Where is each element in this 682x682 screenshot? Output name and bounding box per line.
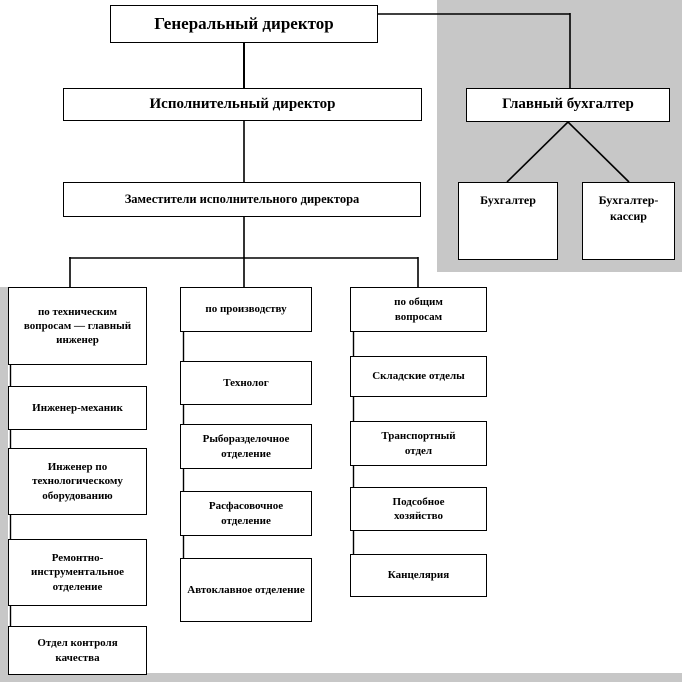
node-equipment-engineer: Инженер по технологическому оборудованию: [8, 448, 147, 515]
node-transport-dept: Транспортный отдел: [350, 421, 487, 466]
node-autoclave-dept: Автоклавное отделение: [180, 558, 312, 622]
node-quality-control: Отдел контроля качества: [8, 626, 147, 675]
canvas-gray-left-strip: [0, 287, 8, 682]
node-mechanical-engineer: Инженер-механик: [8, 386, 147, 430]
node-chief-accountant: Главный бухгалтер: [466, 88, 670, 122]
node-fish-cutting-dept: Рыборазделочное отделение: [180, 424, 312, 469]
node-warehouse-depts: Складские отделы: [350, 356, 487, 397]
node-executive-director: Исполнительный директор: [63, 88, 422, 121]
node-packing-dept: Расфасовочное отделение: [180, 491, 312, 536]
node-production-deputy: по производству: [180, 287, 312, 332]
node-accountant: Бухгалтер: [458, 182, 558, 260]
node-repair-tool-dept: Ремонтно-инструментальное отделение: [8, 539, 147, 606]
node-deputies: Заместители исполнительного директора: [63, 182, 421, 217]
canvas-gray-bottom-strip: [0, 673, 682, 682]
node-chancellery: Канцелярия: [350, 554, 487, 597]
node-accountant-cashier: Бухгалтер-кассир: [582, 182, 675, 260]
node-general-affairs-deputy: по общим вопросам: [350, 287, 487, 332]
node-technical-deputy: по техническим вопросам — главный инжене…: [8, 287, 147, 365]
node-subsidiary-farm: Подсобное хозяйство: [350, 487, 487, 531]
node-technologist: Технолог: [180, 361, 312, 405]
node-general-director: Генеральный директор: [110, 5, 378, 43]
